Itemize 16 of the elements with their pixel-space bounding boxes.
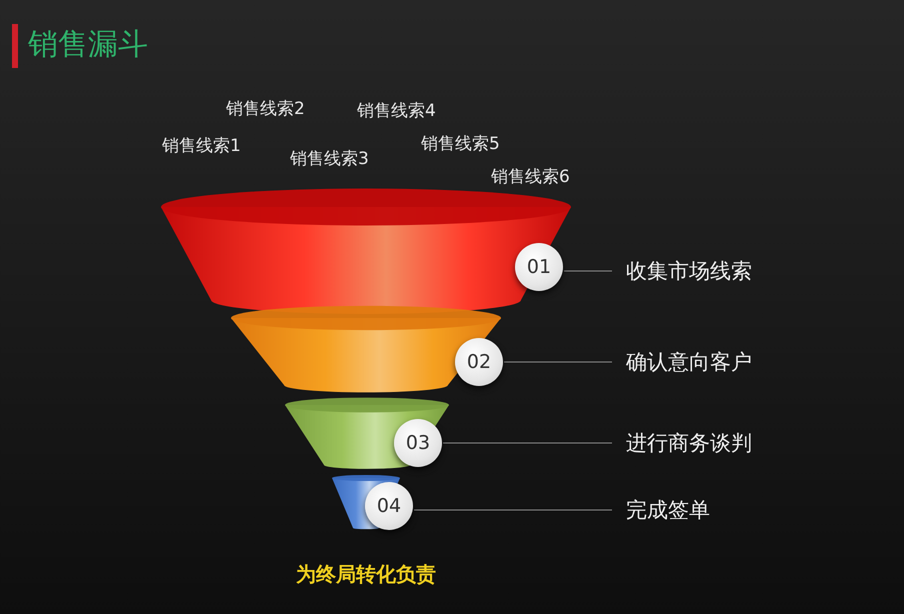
stage-label: 完成签单 [626,496,710,524]
leader-line [442,442,612,444]
leader-line [564,270,612,272]
sales-lead-label: 销售线索5 [421,133,500,155]
stage-label: 收集市场线索 [626,257,752,285]
title: 销售漏斗 [28,26,148,64]
stage-label: 确认意向客户 [626,348,752,376]
sales-lead-label: 销售线索6 [491,166,570,188]
sales-lead-label: 销售线索4 [357,100,436,122]
step-number-circle: 02 [455,338,503,386]
step-number-circle: 04 [365,482,413,530]
sales-lead-label: 销售线索3 [290,148,369,170]
sales-lead-label: 销售线索2 [226,98,305,120]
funnel-caption: 为终局转化负责 [296,561,436,588]
stage-label: 进行商务谈判 [626,429,752,457]
sales-lead-label: 销售线索1 [162,135,241,157]
